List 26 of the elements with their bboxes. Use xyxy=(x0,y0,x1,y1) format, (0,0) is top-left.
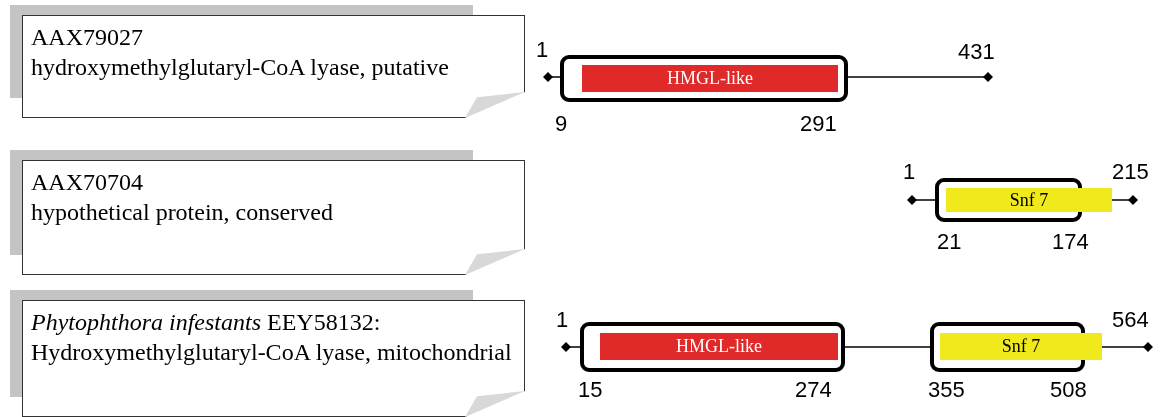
position-number: 291 xyxy=(800,112,837,136)
position-number: 174 xyxy=(1052,230,1089,254)
position-number: 274 xyxy=(795,378,832,402)
position-number: 355 xyxy=(928,378,965,402)
position-number: 15 xyxy=(578,378,603,402)
description-text: hydroxymethylglutaryl-CoA lyase, putative xyxy=(31,53,450,82)
position-number: 21 xyxy=(937,230,962,254)
description-text: hypothetical protein, conserved xyxy=(31,198,334,227)
description-text: AAX70704 xyxy=(31,168,144,197)
position-number: 508 xyxy=(1050,378,1087,402)
description-card xyxy=(22,160,525,275)
description-card xyxy=(22,15,525,118)
position-number: 1 xyxy=(536,38,549,62)
position-number: 9 xyxy=(555,112,568,136)
domain-bar: Snf 7 xyxy=(940,333,1102,360)
domain-bar: HMGL-like xyxy=(582,65,838,92)
description-text: Phytophthora infestants EEY58132: Hydroxymethylglutaryl-CoA lyase, mitochondrial xyxy=(31,308,513,367)
domain-bar: Snf 7 xyxy=(946,188,1112,212)
position-number: 1 xyxy=(903,160,916,184)
position-number: 564 xyxy=(1112,308,1149,332)
domain-bar: HMGL-like xyxy=(600,333,838,360)
position-number: 215 xyxy=(1112,160,1149,184)
description-card xyxy=(22,300,525,417)
description-text: AAX79027 xyxy=(31,23,144,52)
position-number: 1 xyxy=(556,308,569,332)
position-number: 431 xyxy=(958,40,995,64)
